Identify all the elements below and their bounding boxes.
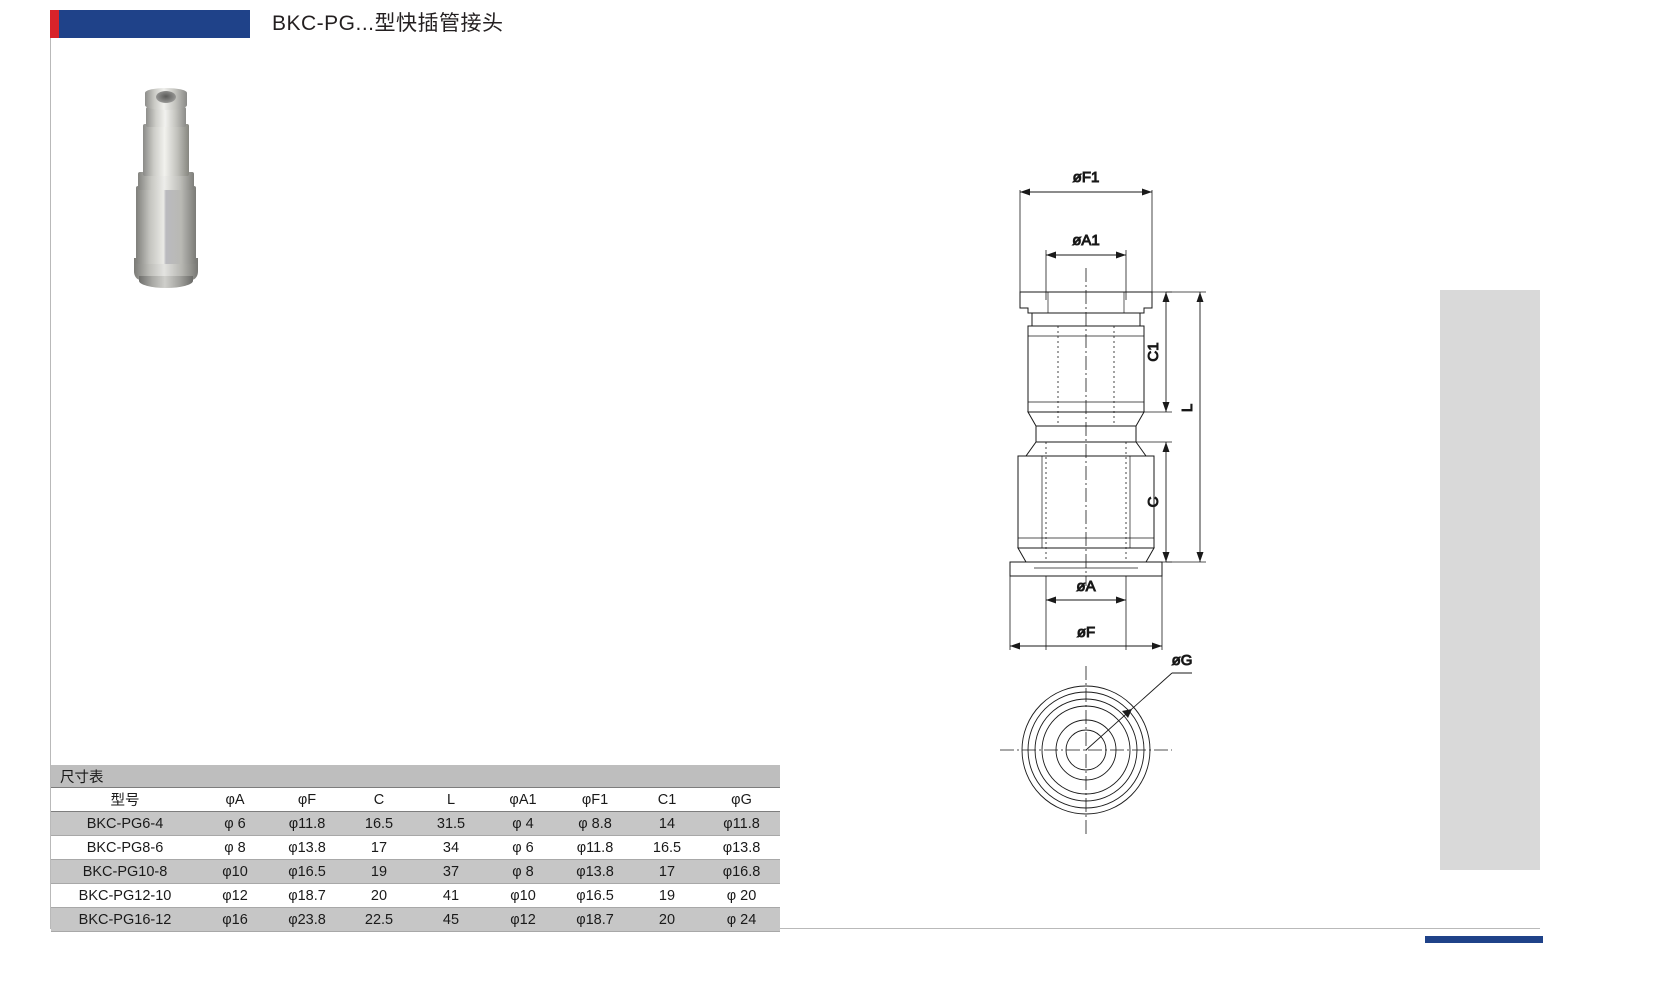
dimension-cell: φ11.8 xyxy=(271,811,343,836)
dimension-cell: φ12 xyxy=(487,907,559,932)
dimension-cell: 45 xyxy=(415,907,487,932)
dimension-cell: φ12 xyxy=(199,883,271,908)
dim-label-c: C xyxy=(1145,496,1162,507)
bottom-margin-rule xyxy=(50,928,1540,929)
dim-label-a1: øA1 xyxy=(1072,232,1100,249)
dimension-cell: 16.5 xyxy=(631,835,703,860)
dimension-cell: 20 xyxy=(631,907,703,932)
dimension-cell: 41 xyxy=(415,883,487,908)
dimension-cell: 17 xyxy=(631,859,703,884)
model-cell: BKC-PG16-12 xyxy=(51,907,199,932)
dimension-cell: φ13.8 xyxy=(271,835,343,860)
dimension-cell: φ 6 xyxy=(487,835,559,860)
drawing-svg: øF1 øA1 xyxy=(1000,169,1206,834)
dimension-cell: 20 xyxy=(343,883,415,908)
photo-upper-body xyxy=(143,124,189,176)
table-header-cell: φA1 xyxy=(487,787,559,812)
dimension-cell: φ 4 xyxy=(487,811,559,836)
dim-label-c1: C1 xyxy=(1145,342,1162,361)
table-header-cell: φF1 xyxy=(559,787,631,812)
dimension-cell: φ11.8 xyxy=(703,811,781,836)
table-header-cell: L xyxy=(415,787,487,812)
photo-neck xyxy=(146,107,186,127)
dimension-cell: 37 xyxy=(415,859,487,884)
dimension-cell: φ18.7 xyxy=(271,883,343,908)
dimension-cell: φ10 xyxy=(487,883,559,908)
dimension-cell: φ 6 xyxy=(199,811,271,836)
table-caption: 尺寸表 xyxy=(51,765,781,788)
dimension-cell: 19 xyxy=(631,883,703,908)
photo-shoulder xyxy=(138,172,194,190)
dimension-cell: φ 8.8 xyxy=(559,811,631,836)
dimension-cell: 16.5 xyxy=(343,811,415,836)
right-footer-blue-tab xyxy=(1425,936,1543,943)
dimension-cell: φ11.8 xyxy=(559,835,631,860)
table-caption-row: 尺寸表 xyxy=(51,765,781,788)
dimension-cell: φ 20 xyxy=(703,883,781,908)
dimension-cell: φ 8 xyxy=(487,859,559,884)
dimension-cell: 34 xyxy=(415,835,487,860)
model-cell: BKC-PG8-6 xyxy=(51,835,199,860)
dimension-cell: 17 xyxy=(343,835,415,860)
dimension-cell: φ16.5 xyxy=(559,883,631,908)
table-header-cell: C xyxy=(343,787,415,812)
right-side-grey-panel xyxy=(1440,290,1540,870)
dimension-cell: 22.5 xyxy=(343,907,415,932)
dim-label-f1: øF1 xyxy=(1073,169,1100,186)
dimension-cell: φ13.8 xyxy=(559,859,631,884)
table-header-cell: C1 xyxy=(631,787,703,812)
technical-drawing: øF1 øA1 xyxy=(960,150,1260,840)
table-header-cell: φF xyxy=(271,787,343,812)
dimension-cell: φ16.5 xyxy=(271,859,343,884)
photo-port-hole xyxy=(156,91,176,103)
product-photo xyxy=(120,80,230,310)
model-cell: BKC-PG12-10 xyxy=(51,883,199,908)
dimension-cell: φ16.8 xyxy=(703,859,781,884)
page-title: BKC-PG...型快插管接头 xyxy=(272,12,504,35)
dim-label-f: øF xyxy=(1077,624,1095,641)
dim-label-a: øA xyxy=(1076,578,1095,595)
model-cell: BKC-PG6-4 xyxy=(51,811,199,836)
dimension-cell: φ 8 xyxy=(199,835,271,860)
dimension-cell: φ16 xyxy=(199,907,271,932)
table-header-cell: 型号 xyxy=(51,787,199,812)
model-cell: BKC-PG10-8 xyxy=(51,859,199,884)
dimension-cell: φ18.7 xyxy=(559,907,631,932)
dim-label-l: L xyxy=(1179,404,1196,412)
dimension-cell: φ10 xyxy=(199,859,271,884)
table-header-cell: φG xyxy=(703,787,781,812)
header-color-bar xyxy=(50,10,250,38)
photo-foot xyxy=(139,276,193,288)
dimension-cell: 31.5 xyxy=(415,811,487,836)
table-header-cell: φA xyxy=(199,787,271,812)
dimension-cell: φ 24 xyxy=(703,907,781,932)
dimension-cell: 14 xyxy=(631,811,703,836)
dim-label-g: øG xyxy=(1172,652,1193,669)
dimension-cell: φ23.8 xyxy=(271,907,343,932)
dimension-cell: 19 xyxy=(343,859,415,884)
photo-body xyxy=(136,186,196,264)
dimension-cell: φ13.8 xyxy=(703,835,781,860)
left-margin-rule xyxy=(50,38,51,928)
